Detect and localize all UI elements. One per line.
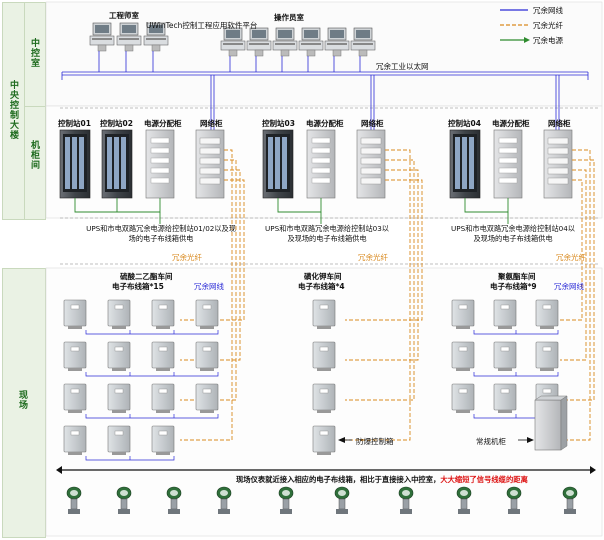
sidebar-field: [2, 268, 46, 538]
network1-label: 网络柜: [200, 119, 223, 128]
legend-power: 冗余电源: [533, 36, 563, 45]
regular-cabinet-label: 常规机柜: [476, 437, 506, 446]
control-station-01: [59, 129, 91, 199]
engineer-room-label: 工程师室: [109, 11, 139, 20]
area2-title: 磺化钾车间: [304, 272, 342, 281]
ups-caption-3: UPS和市电双路冗余电源给控制站04以及现场的电子布线箱供电: [451, 224, 575, 243]
power1-label: 电源分配柜: [144, 119, 182, 128]
bottom-note-text: 现场仪表就近接入相应的电子布线箱，相比于直接接入中控室，: [236, 475, 441, 484]
control-room-label: 中控室: [29, 38, 39, 68]
network-cabinet-3: [543, 129, 573, 199]
area1-net-label: 冗余网线: [194, 282, 224, 291]
power-cabinet-1: [145, 129, 175, 199]
area1-title: 硫酸二乙酯车间: [120, 272, 173, 281]
station01-label: 控制站01: [58, 119, 91, 128]
network3-label: 网络柜: [548, 119, 571, 128]
regular-cabinet-shape: [534, 395, 568, 451]
field-label: 现场: [17, 390, 27, 410]
cabinet-room-label: 机柜间: [29, 140, 39, 170]
area3-title: 聚氨酯车间: [498, 272, 536, 281]
area3-count: 电子布线箱*9: [490, 282, 537, 291]
area1-count: 电子布线箱*15: [112, 282, 164, 291]
power3-label: 电源分配柜: [492, 119, 530, 128]
fiber-label-2: 冗余光纤: [358, 253, 388, 262]
ups-caption-1: UPS和市电双路冗余电源给控制站01/02以及现场的电子布线箱供电: [86, 224, 236, 243]
ethernet-label: 冗余工业以太网: [376, 62, 429, 71]
platform-label: UWinTech控制工程应用软件平台: [146, 21, 258, 30]
fiber-label-1: 冗余光纤: [172, 253, 202, 262]
area3-net-label: 冗余网线: [554, 282, 584, 291]
power-cabinet-2: [306, 129, 336, 199]
network-cabinet-2: [356, 129, 386, 199]
station04-label: 控制站04: [448, 119, 481, 128]
legend-fiber: 冗余光纤: [533, 21, 563, 30]
sidebar-cabinet-room: [24, 106, 46, 220]
control-station-04: [449, 129, 481, 199]
network2-label: 网络柜: [361, 119, 384, 128]
building-label: 中央控制大楼: [8, 80, 18, 140]
area2-count: 电子布线箱*4: [298, 282, 345, 291]
network-cabinet-1: [195, 129, 225, 199]
operator-room-label: 操作员室: [274, 13, 304, 22]
power-cabinet-3: [493, 129, 523, 199]
legend-fiber-net: 冗余网线: [533, 6, 563, 15]
bottom-note-red: 大大缩短了信号线缆的距离: [440, 475, 528, 484]
ups-caption-2: UPS和市电双路冗余电源给控制站03以及现场的电子布线箱供电: [265, 224, 389, 243]
power2-label: 电源分配柜: [306, 119, 344, 128]
sidebar-building: [2, 2, 26, 220]
fiber-label-3: 冗余光纤: [556, 253, 586, 262]
station03-label: 控制站03: [262, 119, 295, 128]
bottom-note: 现场仪表就近接入相应的电子布线箱，相比于直接接入中控室，大大缩短了信号线缆的距离: [236, 475, 528, 485]
control-station-03: [262, 129, 294, 199]
station02-label: 控制站02: [100, 119, 133, 128]
explosion-box-label: 防爆控制箱: [356, 437, 394, 446]
control-station-02: [101, 129, 133, 199]
